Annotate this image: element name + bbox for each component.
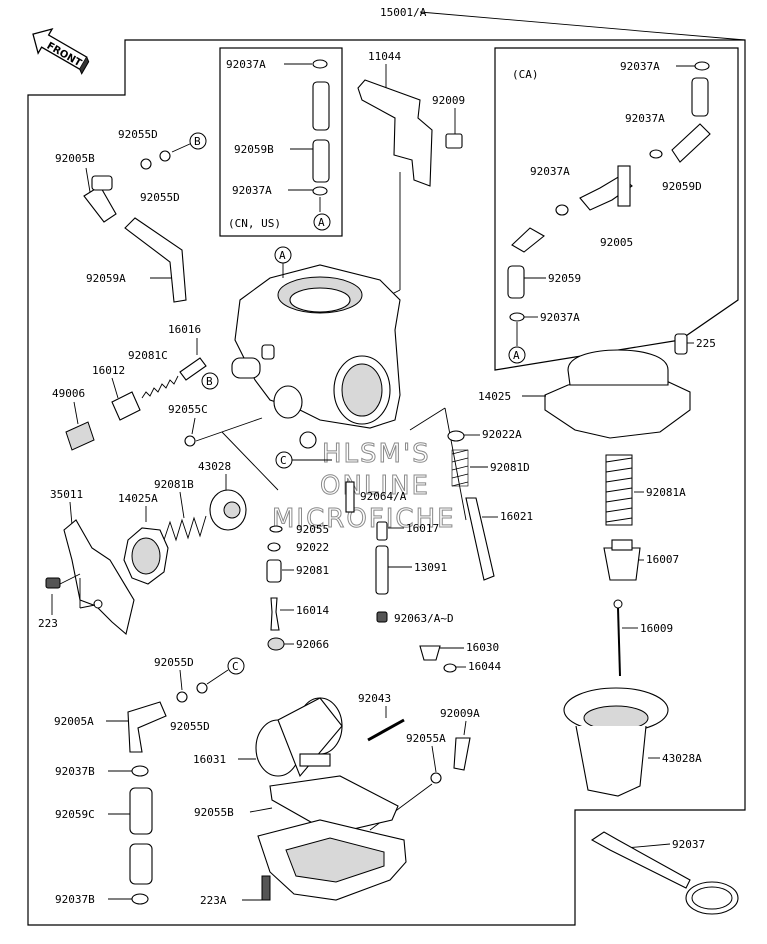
diagram-frame [27, 39, 746, 926]
label-92055D-3: 92055D [154, 656, 194, 669]
label-92005B: 92005B [55, 152, 95, 165]
svg-text:92037A: 92037A [620, 60, 660, 73]
label-11044: 11044 [368, 50, 401, 63]
label-92037B-1: 92037B [55, 765, 95, 778]
svg-text:92059: 92059 [548, 272, 581, 285]
label-92009A: 92009A [440, 707, 480, 720]
label-43028: 43028 [198, 460, 231, 473]
label-92009: 92009 [432, 94, 465, 107]
svg-text:92005: 92005 [600, 236, 633, 249]
label-16016: 16016 [168, 323, 201, 336]
label-92064-a: 92064/A [360, 490, 407, 503]
inset-cn-us: 92037A 92059B 92037A (CN, US) A [219, 47, 343, 237]
svg-text:MICROFICHE: MICROFICHE [272, 504, 456, 534]
label-16012: 16012 [92, 364, 125, 377]
svg-text:A: A [513, 349, 520, 362]
label-92055B: 92055B [194, 806, 234, 819]
svg-text:92037A: 92037A [530, 165, 570, 178]
assembly-number-label: 15001/A [380, 6, 427, 19]
label-16014: 16014 [296, 604, 329, 617]
label-92055D-1: 92055D [118, 128, 158, 141]
label-92081: 92081 [296, 564, 329, 577]
callout-b-2: B [206, 375, 213, 388]
label-92059B: 92059B [234, 143, 274, 156]
watermark: HLSM'S ONLINE MICROFICHE [272, 439, 456, 535]
label-92022: 92022 [296, 541, 329, 554]
label-16007: 16007 [646, 553, 679, 566]
svg-text:A: A [318, 216, 325, 229]
svg-text:ONLINE: ONLINE [320, 471, 430, 501]
label-92005A: 92005A [54, 715, 94, 728]
left-upper-parts: 92055D B 92005B 92055D 92059A 16016 B 92… [52, 128, 219, 451]
center-parts: 92064/A 92055 92022 92081 16014 92066 16… [266, 481, 501, 673]
label-92055D-4: 92055D [170, 720, 210, 733]
label-92055D-2: 92055D [140, 191, 180, 204]
carburetor-body: A [231, 246, 401, 429]
label-92022A: 92022A [482, 428, 522, 441]
label-13091: 13091 [414, 561, 447, 574]
region-cn-us: (CN, US) [228, 217, 281, 230]
callout-c-1: C [280, 454, 287, 467]
label-92063-a-d: 92063/A~D [394, 612, 454, 625]
svg-text:92037A: 92037A [625, 112, 665, 125]
piston-43028A: 43028A [563, 687, 702, 797]
label-16030: 16030 [466, 641, 499, 654]
label-92059A: 92059A [86, 272, 126, 285]
label-92037A-1: 92037A [226, 58, 266, 71]
svg-text:92059D: 92059D [662, 180, 702, 193]
label-92055A: 92055A [406, 732, 446, 745]
float-bowl-group: 92043 92009A 92055A 16031 92055B 223A [193, 692, 480, 907]
bracket-part: 11044 92009 [357, 50, 465, 306]
inset-ca: (CA) 92037A 92037A 92037A 92059D 92005 9… [494, 47, 739, 371]
label-92081C: 92081C [128, 349, 168, 362]
label-16017: 16017 [406, 522, 439, 535]
callout-b-1: B [194, 135, 201, 148]
label-92059C: 92059C [55, 808, 95, 821]
label-43028A: 43028A [662, 752, 702, 765]
left-middle-parts: C 43028 92081B 35011 14025A 223 [38, 417, 332, 636]
label-35011: 35011 [50, 488, 83, 501]
region-ca: (CA) [512, 68, 539, 81]
label-14025A: 14025A [118, 492, 158, 505]
label-92081D: 92081D [490, 461, 530, 474]
right-upper-parts: 14025 225 92022A 92081D 16021 92081A 160… [409, 333, 716, 677]
label-14025: 14025 [478, 390, 511, 403]
label-92066: 92066 [296, 638, 329, 651]
label-49006: 49006 [52, 387, 85, 400]
callout-a: A [279, 249, 286, 262]
label-92037: 92037 [672, 838, 705, 851]
svg-text:92037A: 92037A [540, 311, 580, 324]
label-92055C: 92055C [168, 403, 208, 416]
label-16044: 16044 [468, 660, 501, 673]
left-lower-parts: 92055D C 92005A 92055D 92037B 92059C 920… [54, 656, 245, 906]
label-223A: 223A [200, 894, 227, 907]
label-92081B: 92081B [154, 478, 194, 491]
front-arrow-icon: FRONT [32, 27, 90, 75]
label-92055: 92055 [296, 523, 329, 536]
label-223: 223 [38, 617, 58, 630]
label-16009: 16009 [640, 622, 673, 635]
label-16031: 16031 [193, 753, 226, 766]
label-92037A-2: 92037A [232, 184, 272, 197]
tool-92037: 92037 [590, 831, 739, 915]
label-92043: 92043 [358, 692, 391, 705]
label-92081A: 92081A [646, 486, 686, 499]
label-16021: 16021 [500, 510, 533, 523]
callout-c-2: C [232, 660, 239, 673]
label-92037B-2: 92037B [55, 893, 95, 906]
svg-text:HLSM'S: HLSM'S [322, 439, 431, 469]
label-225: 225 [696, 337, 716, 350]
